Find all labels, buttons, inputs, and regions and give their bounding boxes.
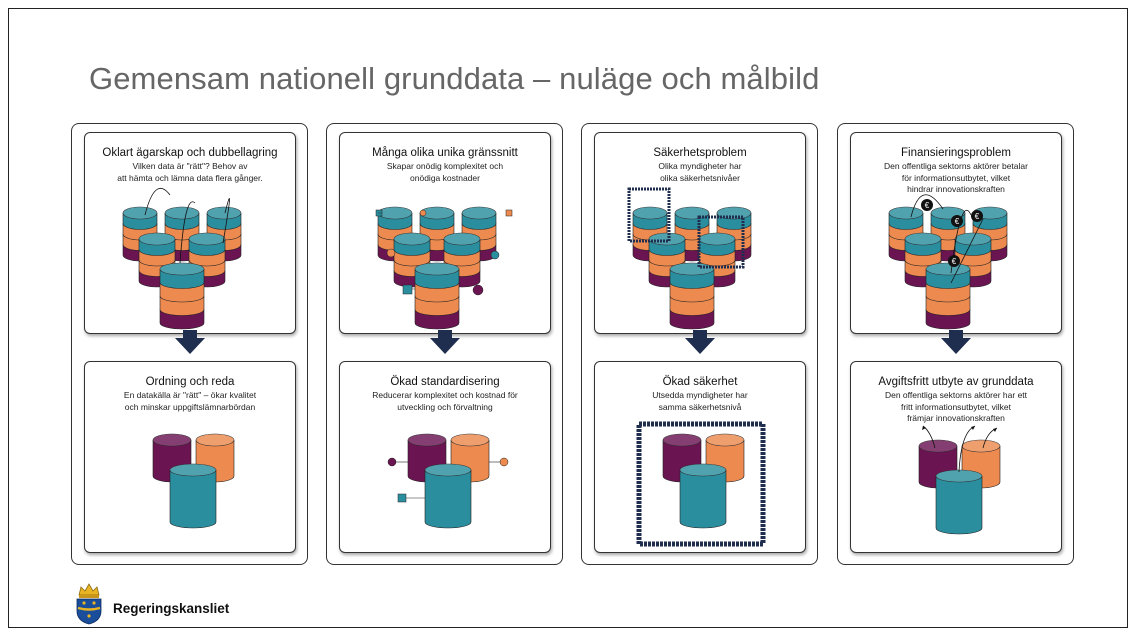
target-state-box: Ordning och reda En datakälla är "rätt" –… xyxy=(84,361,296,553)
current-state-description: att hämta och lämna data flera gånger. xyxy=(117,172,263,183)
down-arrow-icon xyxy=(175,330,205,354)
crown-shield-logo-icon xyxy=(76,583,102,625)
target-state-description: En datakälla är "rätt" – ökar kvalitet xyxy=(123,390,257,400)
target-state-description: främjar innovationskraften xyxy=(907,413,1005,423)
slide: Gemensam nationell grunddata – nuläge oc… xyxy=(8,8,1128,628)
database-cylinders-diagram xyxy=(122,188,242,330)
down-arrow-icon xyxy=(941,330,971,354)
svg-text:€: € xyxy=(925,201,930,210)
target-state-title: Ökad säkerhet xyxy=(662,376,738,388)
current-state-title: Oklart ägarskap och dubbellagring xyxy=(102,147,278,159)
current-state-description: onödiga kostnader xyxy=(410,172,480,183)
database-cylinders-diagram: € € € € xyxy=(888,194,1008,330)
slide-title: Gemensam nationell grunddata – nuläge oc… xyxy=(89,61,820,96)
current-state-title: Säkerhetsproblem xyxy=(653,147,747,159)
target-state-description: utveckling och förvaltning xyxy=(397,401,493,412)
down-arrow-icon xyxy=(685,330,715,354)
current-state-description: Olika myndigheter har xyxy=(658,161,742,171)
target-state-title: Avgiftsfritt utbyte av grunddata xyxy=(878,376,1034,388)
current-state-title: Många olika unika gränssnitt xyxy=(372,147,518,159)
target-state-description: Den offentliga sektorns aktörer har ett xyxy=(884,390,1028,400)
svg-text:€: € xyxy=(975,212,980,221)
current-state-description: Den offentliga sektorns aktörer betalar xyxy=(884,161,1028,171)
current-state-description: Vilken data är "rätt"? Behov av xyxy=(132,161,248,171)
database-cylinders-diagram xyxy=(375,206,513,330)
current-state-description: Skapar onödig komplexitet och xyxy=(386,161,504,171)
database-cylinders-diagram xyxy=(152,433,235,529)
target-state-description: samma säkerhetsnivå xyxy=(658,401,742,412)
target-state-title: Ordning och reda xyxy=(145,376,235,388)
down-arrow-icon xyxy=(430,330,460,354)
current-state-description: för informationsutbytet, vilket xyxy=(901,172,1011,183)
svg-text:€: € xyxy=(955,217,960,226)
target-state-title: Ökad standardisering xyxy=(390,376,500,388)
current-state-title: Finansieringsproblem xyxy=(901,147,1011,159)
current-state-description: hindrar innovationskraften xyxy=(907,184,1005,194)
svg-text:€: € xyxy=(952,257,957,266)
org-name: Regeringskansliet xyxy=(113,601,230,616)
database-cylinders-diagram xyxy=(387,433,509,529)
target-state-description: fritt informationsutbytet, vilket xyxy=(900,401,1012,412)
database-cylinders-diagram xyxy=(627,187,752,330)
database-cylinders-diagram xyxy=(636,421,766,547)
current-state-description: olika säkerhetsnivåer xyxy=(660,172,740,183)
target-state-description: Utsedda myndigheter har xyxy=(652,390,748,400)
target-state-description: Reducerar komplexitet och kostnad för xyxy=(372,390,518,400)
database-cylinders-diagram xyxy=(918,425,1001,535)
target-state-description: och minskar uppgiftslämnarbördan xyxy=(124,401,256,412)
